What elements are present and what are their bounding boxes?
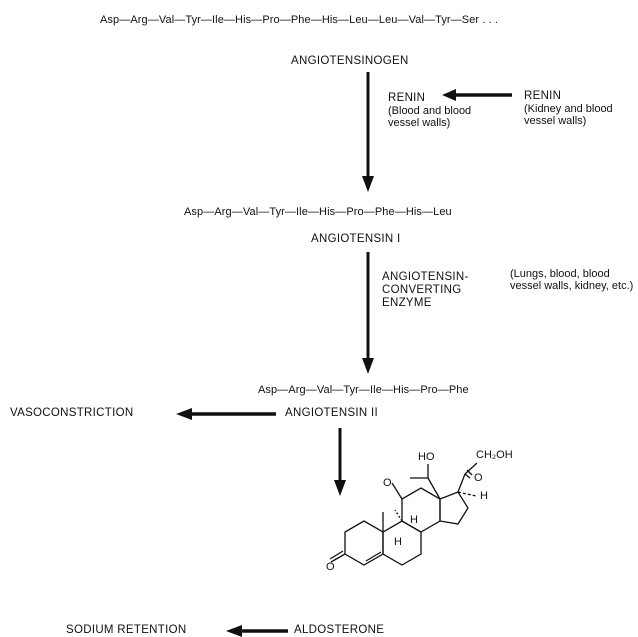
ketone-oxygen: O — [326, 561, 335, 573]
ring-oxygen: O — [383, 477, 392, 489]
aldosterone-structure — [329, 462, 478, 566]
arrow-angiotensin1-to-angiotensin2 — [362, 252, 374, 374]
ace-enzyme-site: (Lungs, blood, blood vessel walls, kidne… — [510, 268, 634, 292]
arrow-angiotensinogen-to-angiotensin1 — [362, 72, 374, 192]
sodium-retention-label: SODIUM RETENTION — [66, 624, 187, 636]
renin-source-site: (Kidney and blood vessel walls) — [524, 103, 613, 127]
keto-oxygen: O — [474, 472, 483, 484]
angiotensin2-label: ANGIOTENSIN II — [285, 407, 379, 419]
arrow-to-vasoconstriction — [176, 408, 276, 420]
angiotensin2-sequence: Asp—Arg—Val—Tyr—Ile—His—Pro—Phe — [258, 384, 469, 396]
ace-enzyme-name: ANGIOTENSIN-CONVERTING ENZYME — [382, 271, 469, 309]
angiotensin1-sequence: Asp—Arg—Val—Tyr—Ile—His—Pro—Phe—His—Leu — [184, 206, 452, 218]
arrow-to-sodium-retention — [226, 625, 288, 637]
hydroxymethyl-label: CH₂OH — [476, 449, 513, 461]
ring-hydrogen-bottom: H — [394, 536, 402, 548]
c17-hydrogen: H — [480, 490, 488, 502]
vasoconstriction-label: VASOCONSTRICTION — [10, 407, 134, 419]
renin-enzyme-site: (Blood and blood vessel walls) — [388, 105, 472, 129]
aldosterone-label: ALDOSTERONE — [294, 624, 385, 636]
arrow-renin-source — [442, 89, 512, 101]
ring-hydrogen-top: H — [410, 514, 418, 526]
renin-source-name: RENIN — [524, 90, 562, 102]
angiotensinogen-sequence: Asp—Arg—Val—Tyr—Ile—His—Pro—Phe—His—Leu—… — [100, 14, 499, 26]
renin-enzyme-name: RENIN — [388, 92, 426, 104]
angiotensinogen-label: ANGIOTENSINOGEN — [291, 55, 409, 67]
angiotensin1-label: ANGIOTENSIN I — [311, 233, 401, 245]
hydroxyl-label: HO — [418, 451, 435, 463]
arrow-angiotensin2-to-aldosterone — [334, 428, 346, 496]
